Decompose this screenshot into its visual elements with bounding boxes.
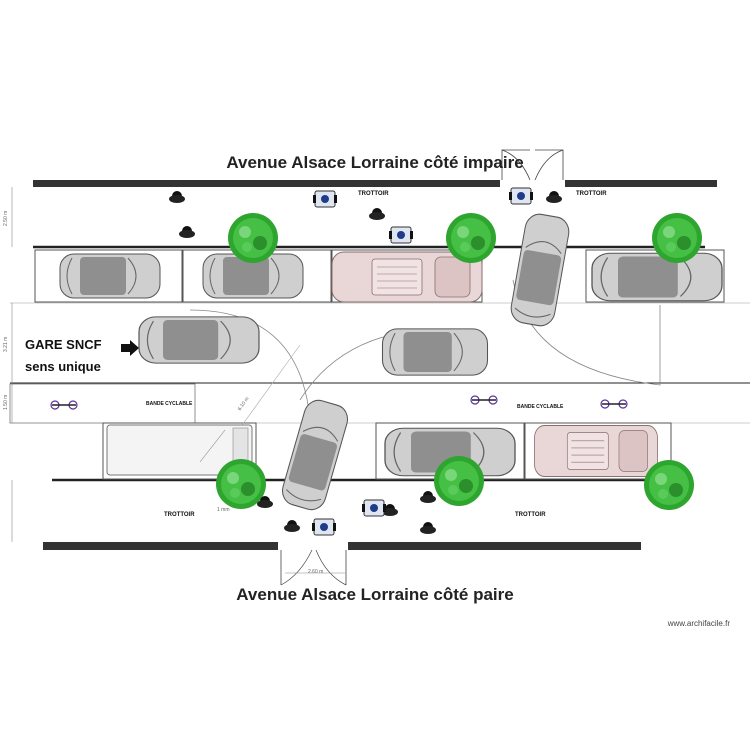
tree-icon bbox=[644, 460, 694, 510]
bicycle-icon bbox=[600, 399, 628, 409]
pedestrian-icon bbox=[420, 491, 436, 503]
tree-icon bbox=[652, 213, 702, 263]
sidewalk-label: TROTTOIR bbox=[576, 191, 607, 197]
street-title-bottom: Avenue Alsace Lorraine côté paire bbox=[236, 585, 514, 604]
sidewalk-label: TROTTOIR bbox=[358, 191, 389, 197]
pedestrian-icon bbox=[284, 520, 300, 532]
bicycle-icon bbox=[50, 400, 78, 410]
wheelchair-icon bbox=[508, 187, 534, 205]
dimension-label: 1.50 m bbox=[3, 394, 9, 410]
watermark: www.archifacile.fr bbox=[667, 619, 730, 628]
door-icon bbox=[500, 149, 565, 188]
car-icon bbox=[508, 211, 572, 329]
bike-lane-label: BANDE CYCLABLE bbox=[146, 401, 193, 407]
wheelchair-icon bbox=[388, 226, 414, 244]
wheelchair-icon bbox=[311, 518, 337, 536]
door-icon bbox=[278, 540, 348, 586]
sidewalk-label: TROTTOIR bbox=[515, 512, 546, 518]
car-icon bbox=[591, 252, 723, 302]
tree-icon bbox=[434, 456, 484, 506]
pedestrian-icon bbox=[546, 191, 562, 203]
pedestrian-icon bbox=[179, 226, 195, 238]
pedestrian-icon bbox=[369, 208, 385, 220]
car-icon bbox=[138, 316, 260, 364]
wheelchair-icon bbox=[361, 499, 387, 517]
dimension-label: 1 mm bbox=[217, 507, 230, 513]
station-note-title: GARE SNCF bbox=[25, 337, 102, 352]
wheelchair-icon bbox=[312, 190, 338, 208]
station-note-subtitle: sens unique bbox=[25, 359, 101, 374]
bicycle-icon bbox=[470, 395, 498, 405]
pedestrian-icon bbox=[420, 522, 436, 534]
car-icon bbox=[278, 396, 352, 514]
pedestrian-icon bbox=[169, 191, 185, 203]
dimension-lines bbox=[11, 187, 345, 574]
tree-icon bbox=[216, 459, 266, 509]
tree-icon bbox=[446, 213, 496, 263]
car-icon bbox=[59, 253, 161, 299]
car-icon bbox=[381, 328, 489, 376]
top-facade-wall bbox=[33, 180, 717, 187]
dimension-label: 2.60 m bbox=[308, 569, 324, 575]
street-title-top: Avenue Alsace Lorraine côté impaire bbox=[226, 153, 524, 172]
tree-icon bbox=[228, 213, 278, 263]
bike-lane-label: BANDE CYCLABLE bbox=[517, 404, 564, 410]
dimension-label: 2.50 m bbox=[3, 210, 9, 226]
arrow-right-icon bbox=[121, 340, 139, 356]
turning-arc bbox=[189, 309, 311, 421]
sidewalk-label: TROTTOIR bbox=[164, 512, 195, 518]
dimension-label: 3.21 m bbox=[3, 336, 9, 352]
car-icon bbox=[533, 424, 659, 478]
station-note: GARE SNCF sens unique bbox=[25, 334, 102, 378]
